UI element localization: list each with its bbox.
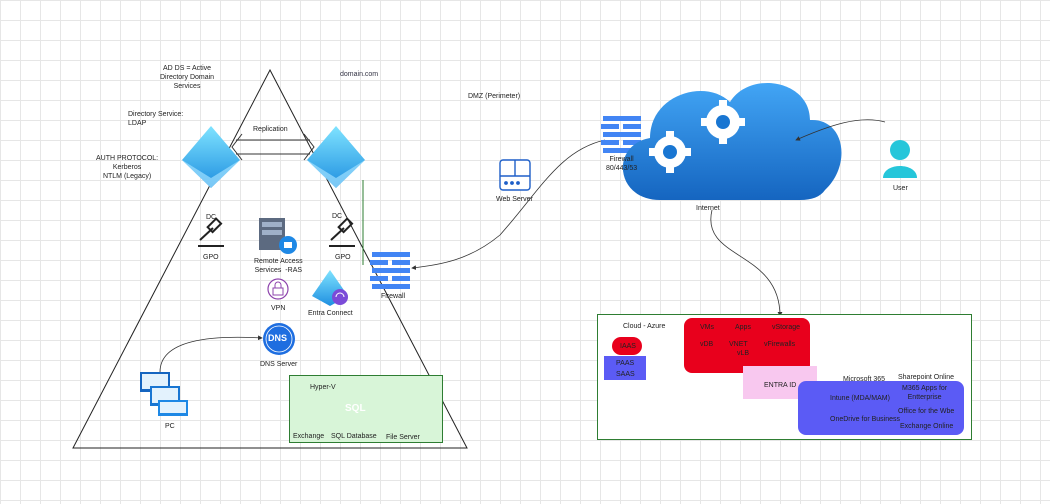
domain-note: domain.com	[340, 71, 379, 78]
red-item-vfirewalls: vFirewalls	[764, 341, 796, 348]
gpo-right-label: GPO	[335, 254, 351, 261]
vpn-lock-icon	[267, 278, 289, 300]
dc-right-icon[interactable]	[307, 126, 365, 188]
paas-label: PAAS	[616, 360, 635, 367]
azure-title: Cloud - Azure	[623, 323, 666, 330]
red-item-apps: Apps	[735, 324, 751, 331]
pc-label: PC	[165, 423, 175, 430]
hyperv-title: Hyper-V	[310, 384, 336, 391]
replication-arrows	[231, 133, 315, 161]
m365-item-office: Office for the Wbe	[898, 408, 955, 415]
vpn-label: VPN	[271, 305, 286, 312]
dmz-note: DMZ (Perimeter)	[468, 93, 521, 100]
ras-label: Remote Access Services -RAS	[254, 258, 303, 274]
dc-left-label: DC	[206, 214, 217, 221]
firewall-outer-label: Firewall 80/443/53	[606, 156, 638, 172]
ras-server-icon	[259, 218, 297, 254]
dc-right-label: DC	[332, 213, 343, 220]
saas-label: SAAS	[616, 371, 635, 378]
ad-triangle	[72, 68, 468, 449]
m365-item-exchange-online: Exchange Online	[900, 423, 954, 430]
internet-label: Internet	[696, 205, 720, 212]
m365-item-apps: M365 Apps for Entterprise	[902, 385, 948, 401]
dc-left-icon[interactable]	[182, 126, 240, 188]
sql-icon-text: SQL	[345, 403, 366, 414]
iaas-pill	[612, 337, 642, 355]
user-label: User	[893, 185, 908, 192]
entra-id-label: ENTRA ID	[764, 382, 797, 389]
gavel-left-icon	[198, 217, 224, 247]
dns-server-label: DNS Server	[260, 361, 298, 368]
firewall-outer-icon	[601, 116, 641, 153]
sharepoint-label: Sharepoint Online	[898, 374, 955, 381]
hyperv-item-exchange: Exchange	[293, 433, 325, 440]
m365-item-onedrive: OneDrive for Business	[830, 416, 901, 423]
entra-connect-icon	[312, 270, 348, 306]
red-item-vdb: vDB	[700, 341, 714, 348]
red-item-vstorage: vStorage	[772, 324, 801, 331]
m365-item-intune: Intune (MDA/MAM)	[830, 395, 890, 402]
hyperv-item-sql: SQL Database	[331, 433, 377, 440]
paas-saas-box	[604, 356, 646, 380]
m365-title: Microsoft 365	[843, 376, 886, 383]
user-icon	[883, 140, 917, 178]
dns-server-icon	[263, 323, 295, 355]
firewall-inner-icon	[370, 252, 410, 289]
gpo-left-label: GPO	[203, 254, 219, 261]
gavel-right-icon	[329, 217, 355, 247]
red-item-vnet: VNET	[729, 341, 748, 348]
web-server-icon	[499, 159, 531, 191]
entra-connect-label: Entra Connect	[308, 310, 353, 317]
replication-label: Replication	[253, 126, 288, 133]
directory-service-note: Directory Service: LDAP	[128, 111, 184, 127]
internet-cloud-icon	[622, 82, 842, 200]
pc-icon	[140, 372, 188, 416]
iaas-label: IAAS	[620, 343, 636, 350]
firewall-inner-label: Firewall	[381, 293, 406, 300]
red-item-vms: VMs	[700, 324, 714, 331]
iaas-services-box	[684, 318, 810, 373]
web-server-label: Web Server	[496, 196, 533, 203]
auth-protocol-note: AUTH PROTOCOL: Kerberos NTLM (Legacy)	[96, 155, 159, 180]
m365-box	[798, 381, 964, 435]
hyperv-box	[289, 375, 443, 443]
dns-icon-text: DNS	[268, 333, 288, 343]
hyperv-item-fileserver: File Server	[386, 434, 420, 441]
red-item-vlb: vLB	[737, 350, 750, 357]
adds-note: AD DS = Active Directory Domain Services	[160, 65, 215, 90]
